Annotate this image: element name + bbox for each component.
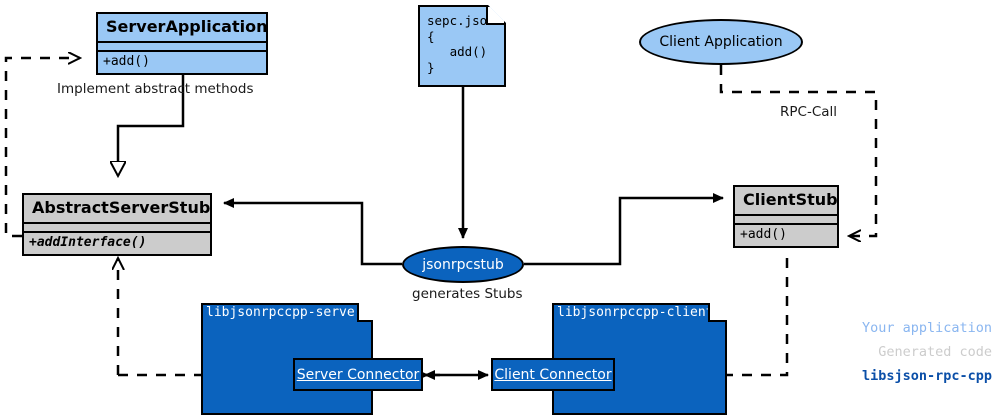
node-label-client-application: Client Application (659, 34, 783, 50)
class-box-server-application[interactable]: ServerApplication +add() (96, 12, 268, 75)
edge-jsonrpcstub-to-abstractstub (223, 198, 402, 266)
component-label-client-connector: Client Connector (494, 366, 612, 383)
class-member-client-stub-add: +add() (740, 227, 787, 242)
node-jsonrpcstub[interactable]: jsonrpcstub (402, 246, 524, 283)
class-member-server-application-add: +add() (103, 54, 150, 69)
spec-json-document[interactable]: sepc.json { add() } (418, 5, 506, 87)
class-title-abstract-server-stub: AbstractServerStub (24, 195, 210, 224)
class-title-client-stub: ClientStub (735, 187, 838, 216)
class-title-server-application: ServerApplication (98, 14, 268, 43)
document-fold-corner-icon (486, 7, 504, 25)
node-client-application[interactable]: Client Application (639, 19, 803, 65)
node-label-jsonrpcstub: jsonrpcstub (422, 256, 504, 273)
component-client-connector[interactable]: Client Connector (491, 358, 615, 391)
package-tab-label-server: libjsonrpccpp-server (201, 303, 359, 322)
class-compartment-divider (735, 216, 837, 225)
edge-label-rpc-call: RPC-Call (780, 104, 838, 120)
class-compartment-divider (98, 43, 266, 52)
edge-label-implement-abstract-methods: Implement abstract methods (57, 81, 254, 97)
class-member-abstract-server-stub-addinterface: +addInterface() (29, 235, 147, 250)
legend-item-generated-code: Generated code (878, 344, 992, 360)
class-compartment-divider (24, 224, 210, 233)
spec-json-content: sepc.json { add() } (427, 13, 495, 75)
legend-item-your-application: Your application (861, 320, 992, 336)
class-box-client-stub[interactable]: ClientStub +add() (733, 185, 839, 248)
legend-item-library: libsjson-rpc-cpp (861, 368, 992, 384)
package-tab-label-client: libjsonrpccpp-client (552, 303, 710, 322)
edge-label-generates-stubs: generates Stubs (412, 286, 523, 302)
class-box-abstract-server-stub[interactable]: AbstractServerStub +addInterface() (22, 193, 212, 256)
component-label-server-connector: Server Connector (296, 366, 420, 383)
edge-jsonrpcstub-to-clientstub (524, 193, 724, 266)
legend: Your application Generated code libsjson… (826, 316, 992, 388)
component-server-connector[interactable]: Server Connector (293, 358, 423, 391)
